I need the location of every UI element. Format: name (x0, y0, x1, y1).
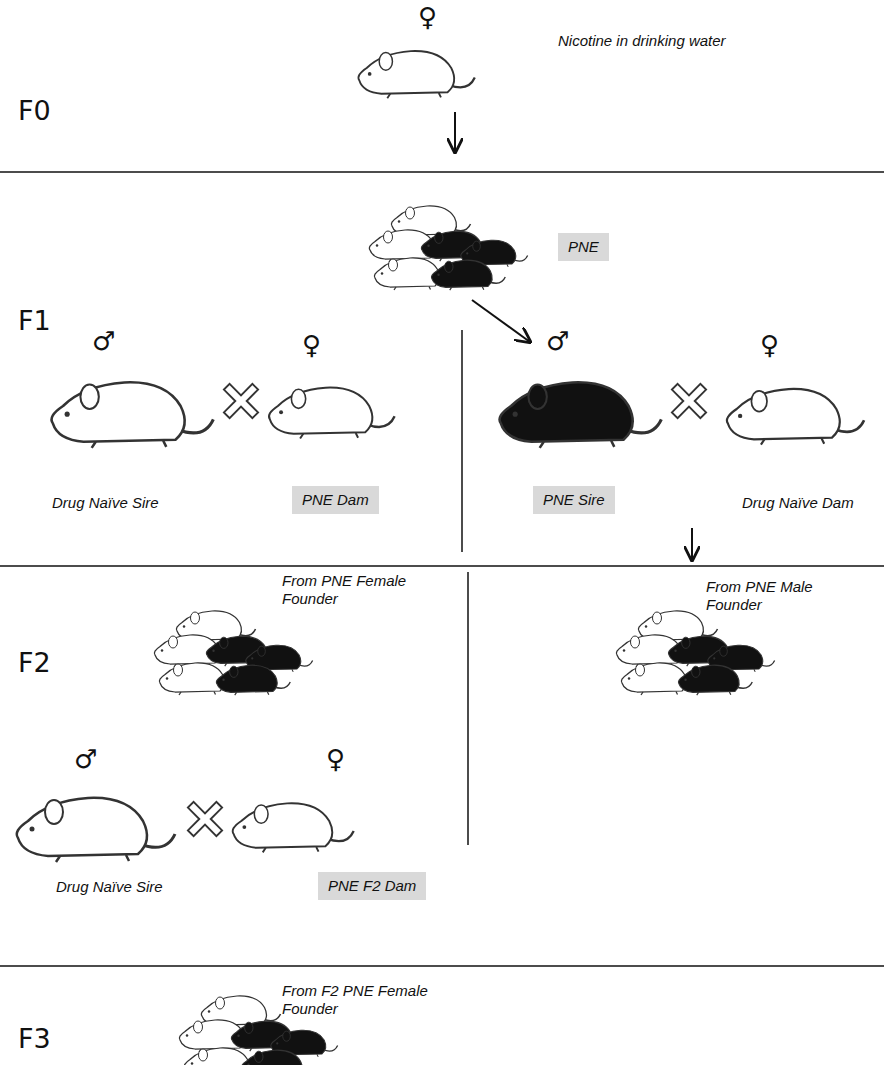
sex-symbol: ♀ (760, 330, 779, 360)
group-box: PNE Dam (292, 486, 379, 514)
animal-label: Drug Naïve Sire (56, 878, 163, 896)
group-box: PNE Sire (533, 486, 615, 514)
box-text: PNE F2 Dam (328, 877, 416, 895)
box-text: PNE Sire (543, 491, 605, 509)
group-label: From PNE Female Founder (282, 572, 422, 608)
group-box: PNE (558, 233, 609, 261)
group-label: From F2 PNE Female Founder (282, 982, 432, 1018)
sex-symbol: ♀ (302, 330, 321, 360)
sex-symbol: ♀ (326, 744, 345, 774)
group-box: PNE F2 Dam (318, 872, 426, 900)
generation-label: F2 (18, 648, 51, 678)
box-text: PNE (568, 238, 599, 256)
box-text: PNE Dam (302, 491, 369, 509)
sex-symbol: ♂ (92, 326, 115, 356)
sex-symbol: ♂ (546, 326, 569, 356)
sex-symbol: ♂ (74, 744, 97, 774)
generation-label: F0 (18, 96, 51, 126)
animal-label: Drug Naïve Dam (742, 494, 854, 512)
generation-label: F3 (18, 1024, 51, 1054)
group-label: From PNE Male Founder (706, 578, 846, 614)
sex-symbol: ♀ (418, 2, 437, 32)
generation-label: F1 (18, 306, 51, 336)
animal-label: Drug Naïve Sire (52, 494, 159, 512)
treatment-note: Nicotine in drinking water (558, 32, 726, 50)
